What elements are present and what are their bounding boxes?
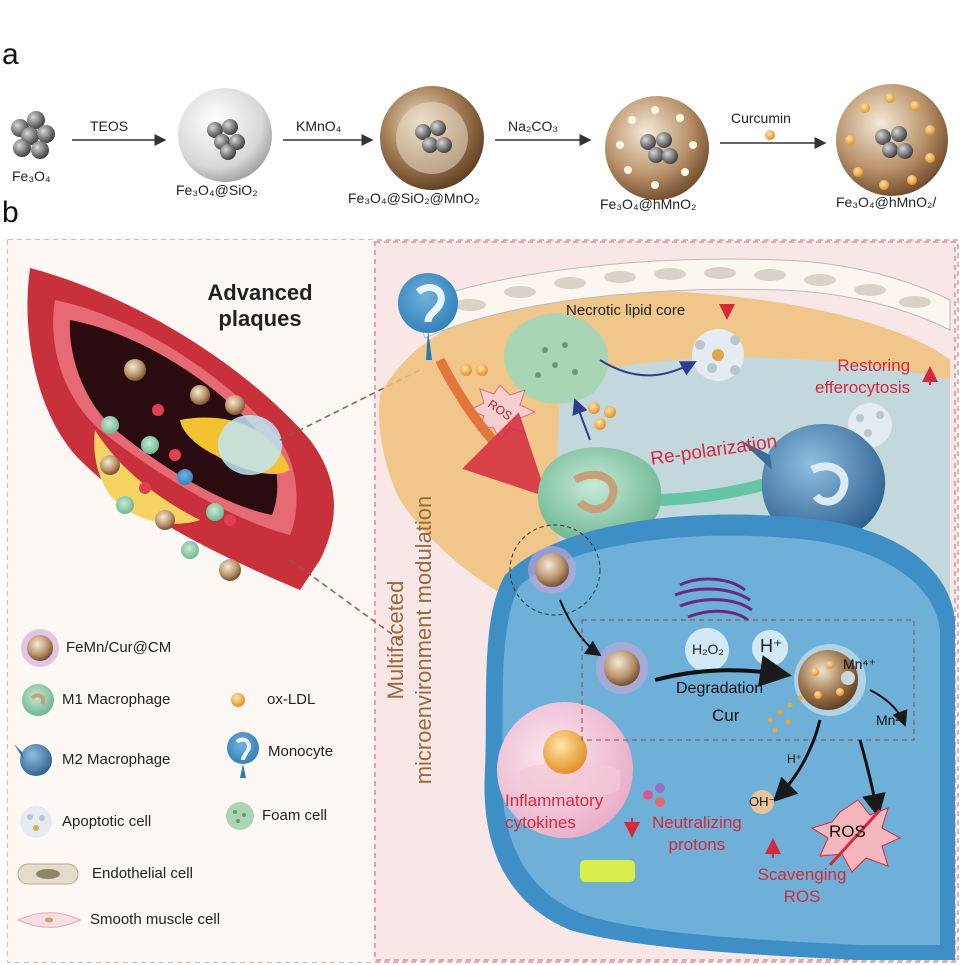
neutralizing-protons-label: Neutralizing protons (652, 812, 742, 856)
inflammatory-cytokines-label: Inflammatory cytokines (505, 790, 603, 834)
membrane-nanoparticle-internalized (596, 642, 648, 694)
inflammatory-line1: Inflammatory (505, 791, 604, 810)
neutralizing-line1: Neutralizing (652, 813, 742, 832)
degradation-label: Degradation (676, 680, 764, 697)
fe3o4-hmno2-cur-particle (836, 84, 948, 196)
legend-endothelial-icon (17, 863, 79, 885)
panel-a-label: a (2, 38, 19, 71)
material-fe3o4-hmno2-cur: Fe₃O₄@hMnO₂/ (836, 194, 937, 210)
h-plus-small-label: H⁺ (787, 752, 802, 766)
necrotic-core-label: Necrotic lipid core (566, 302, 686, 319)
material-fe3o4-hmno2: Fe₃O₄@hMnO₂ (600, 196, 697, 212)
fe3o4-sio2-mno2-particle (380, 86, 484, 190)
vertical-label: Multifaceted microenvironment modulation (382, 490, 438, 790)
legend-apoptotic-icon (20, 806, 52, 838)
legend-endothelial-label: Endothelial cell (92, 865, 193, 882)
restoring-line2: efferocytosis (815, 378, 911, 397)
legend-monocyte-icon (227, 732, 259, 778)
legend-nanoparticle-label: FeMn/Cur@CM (66, 639, 172, 656)
degrading-particle (794, 644, 866, 716)
legend-apoptotic-label: Apoptotic cell (62, 813, 152, 830)
legend-m2-label: M2 Macrophage (62, 751, 171, 768)
receptor-icon (580, 860, 635, 882)
cur-label: Cur (712, 706, 740, 725)
vessel-illustration (27, 268, 334, 590)
curcumin-release (767, 695, 803, 733)
inflammatory-line2: cytokines (505, 813, 576, 832)
legend-smooth-muscle-icon (16, 912, 82, 928)
ros-scavenged-icon (810, 799, 902, 873)
h2o2-label: H₂O₂ (692, 641, 724, 657)
arrow-label-curcumin: Curcumin (731, 110, 791, 126)
restoring-efferocytosis-label: Restoring efferocytosis (815, 355, 910, 399)
legend-smooth-muscle-label: Smooth muscle cell (90, 911, 221, 928)
curcumin-icon (765, 130, 775, 140)
legend-foam-icon (226, 802, 254, 830)
mn4-label: Mn⁴⁺ (843, 656, 876, 672)
oh-minus-label: OH⁻ (749, 794, 776, 809)
vertical-label-line1: Multifaceted (383, 580, 408, 700)
panel-b-label: b (2, 196, 19, 229)
fe3o4-hmno2-particle (605, 96, 709, 200)
membrane-nanoparticle-entry (528, 546, 576, 594)
arrow-label-na2co3: Na₂CO₃ (508, 118, 559, 134)
legend-m1-icon (22, 684, 54, 716)
restoring-line1: Restoring (837, 356, 911, 375)
h2o2-bubble (685, 628, 729, 672)
material-fe3o4: Fe₃O₄ (12, 168, 51, 184)
legend-m1-label: M1 Macrophage (62, 691, 171, 708)
monocyte-icon (398, 273, 458, 360)
legend-oxldl-icon (231, 693, 245, 707)
oxldl-particles (460, 364, 616, 430)
scavenging-line1: Scavenging (757, 865, 847, 884)
golgi-icon (674, 577, 753, 622)
legend-oxldl-label: ox-LDL (267, 691, 316, 708)
material-fe3o4-sio2-mno2: Fe₃O₄@SiO₂@MnO₂ (348, 190, 480, 206)
legend-nanoparticle-icon (21, 629, 59, 667)
h-plus-label: H⁺ (760, 636, 783, 656)
fe3o4-cluster (11, 111, 55, 159)
m1-macrophage-icon (537, 447, 662, 545)
cytokine-dots (643, 783, 665, 807)
apoptotic-cell-icon (692, 329, 744, 381)
arrow-label-kmno4: KMnO₄ (296, 118, 342, 134)
legend-m2-icon (14, 744, 52, 776)
arrow-label-teos: TEOS (90, 118, 129, 134)
vessel-nanoparticles (100, 359, 245, 581)
material-fe3o4-sio2: Fe₃O₄@SiO₂ (176, 182, 258, 198)
scavenging-ros-label: Scavenging ROS (742, 864, 862, 908)
vessel-title: Advanced plaques (207, 280, 313, 331)
mn2-label: Mn²⁺ (876, 712, 908, 728)
fe3o4-sio2-particle (178, 88, 272, 182)
neutralizing-line2: protons (668, 835, 726, 854)
legend-monocyte-label: Monocyte (268, 743, 334, 760)
legend-foam-label: Foam cell (262, 807, 328, 824)
endothelial-layer (414, 258, 951, 339)
scavenging-line2: ROS (783, 887, 821, 906)
ros-crossed-label: ROS (829, 822, 866, 841)
foam-cell-icon (503, 313, 609, 404)
vertical-label-line2: microenvironment modulation (411, 495, 436, 785)
